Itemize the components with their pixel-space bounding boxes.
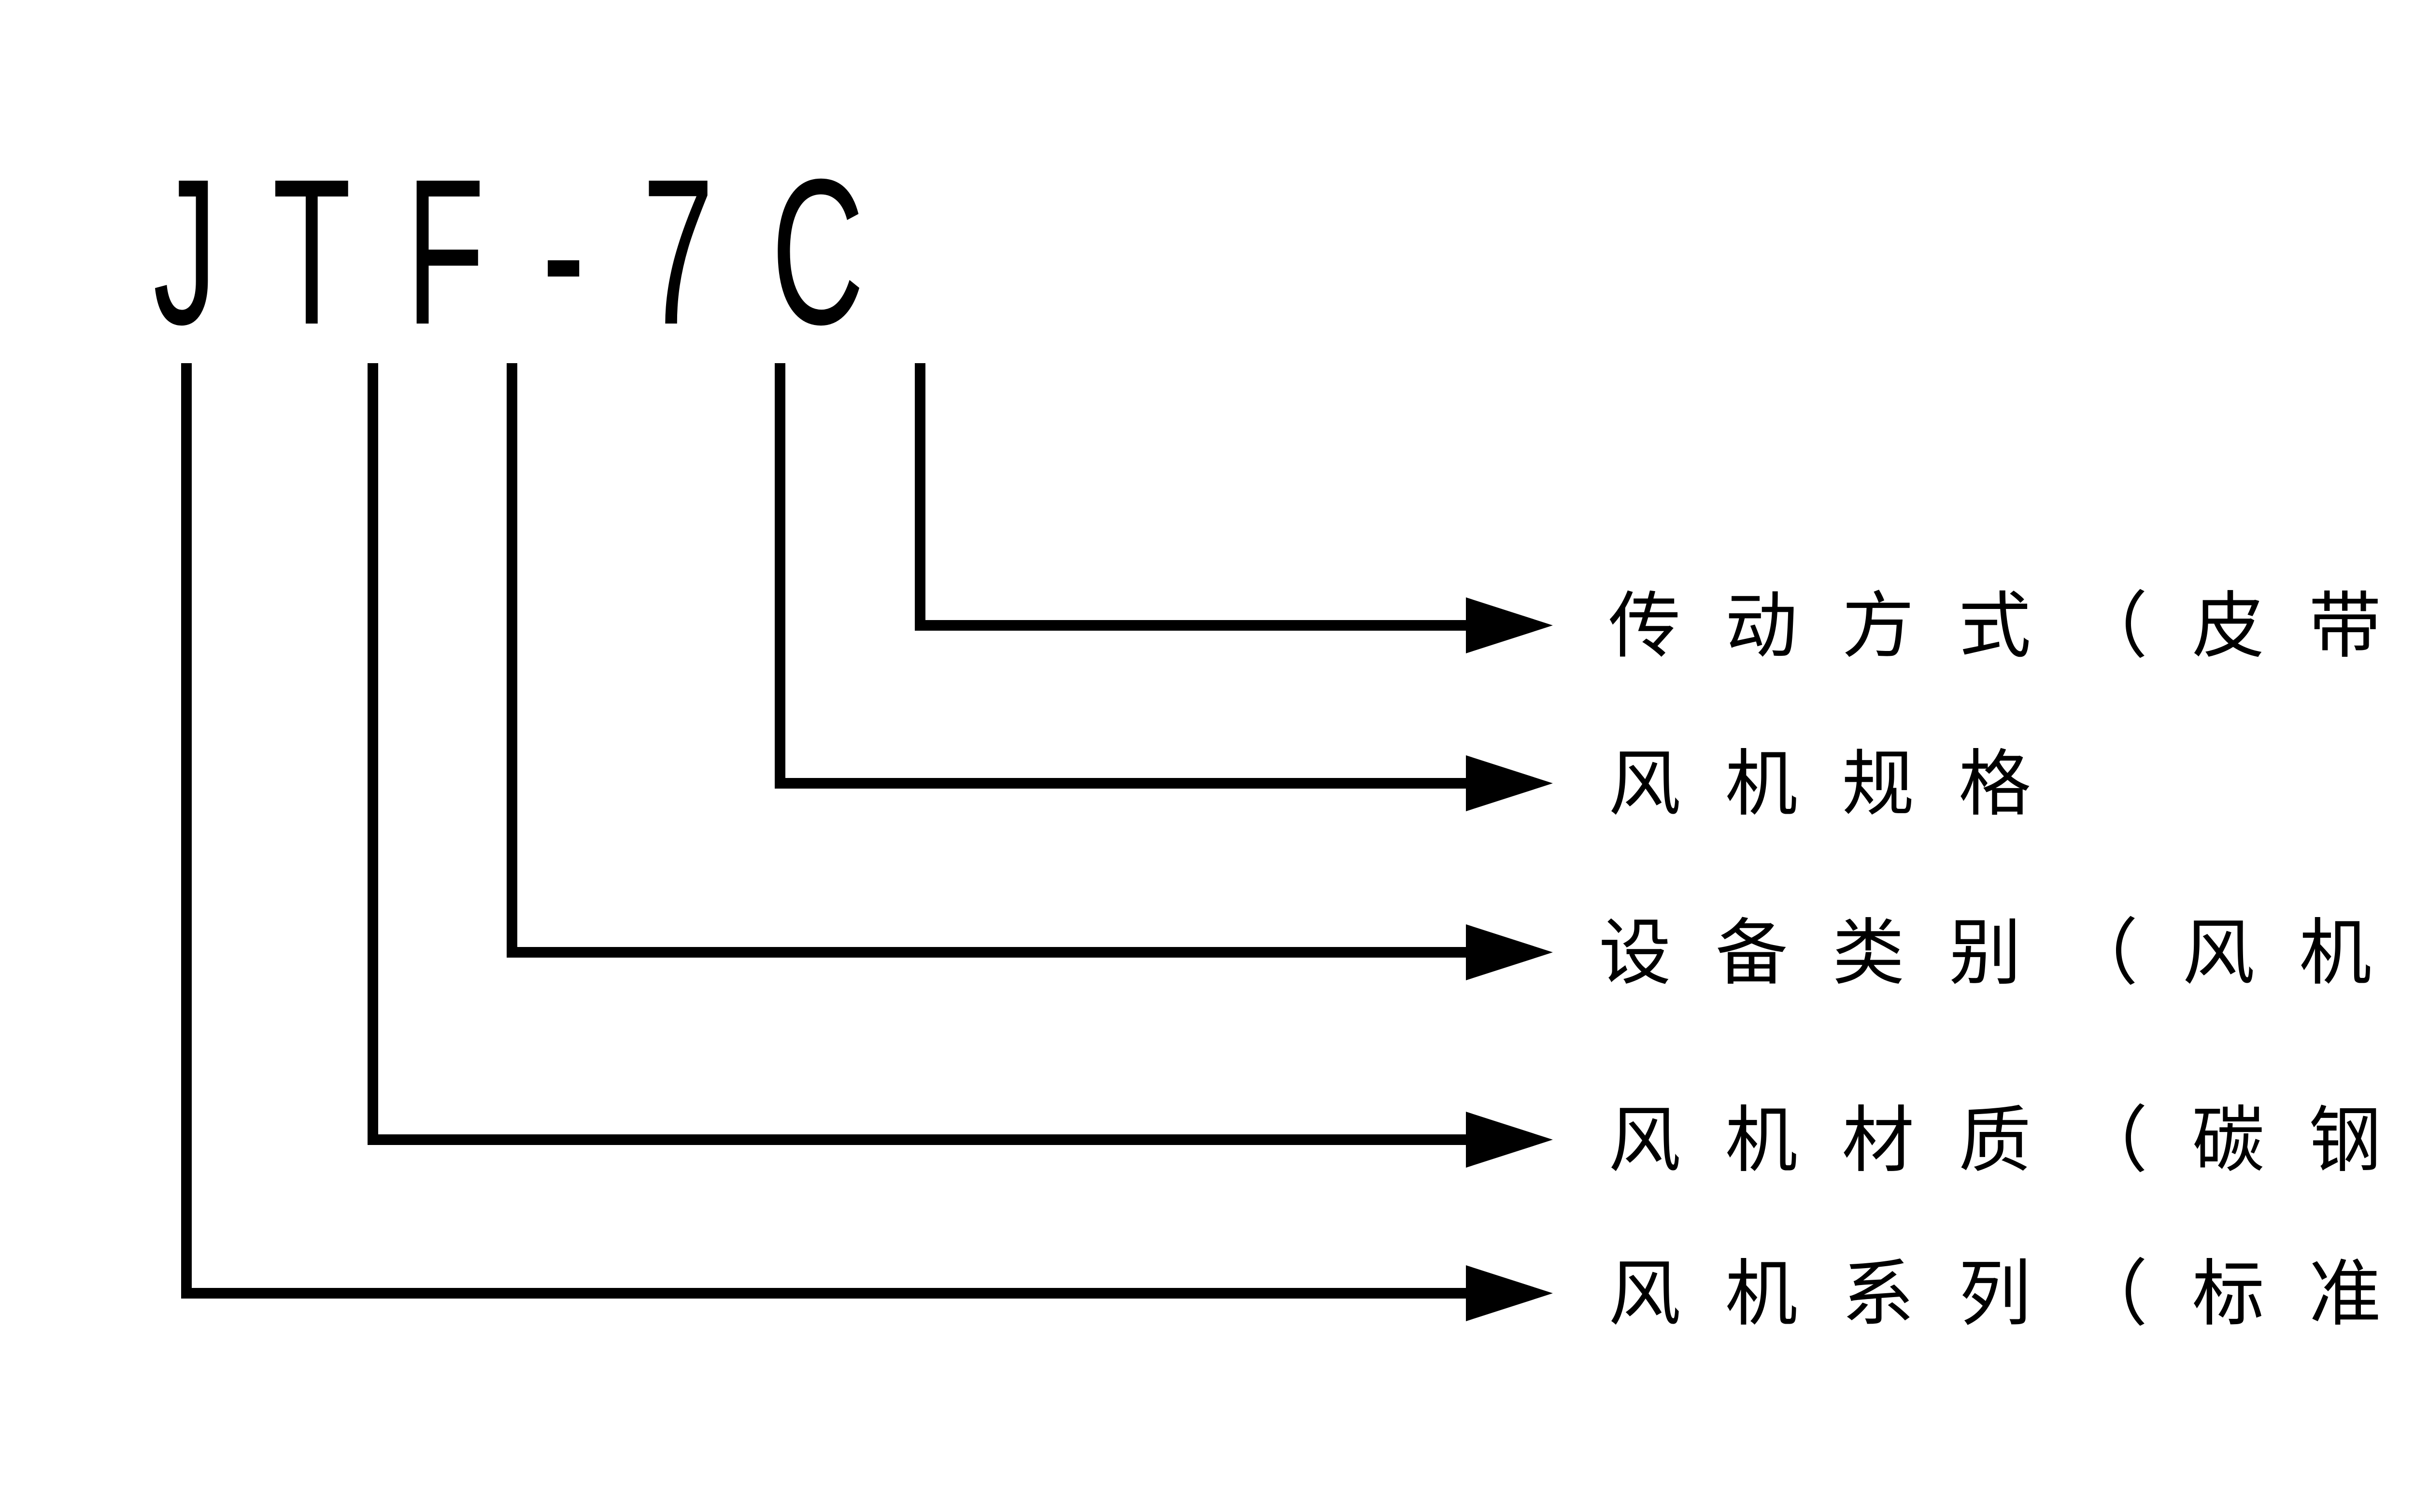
callout-equipment-category: 设 备 类 别 （ 风 机 ） (507, 363, 2415, 995)
arrow-head-icon (1466, 1265, 1553, 1321)
callout-label-fan-size: 风 机 规 格 (1608, 742, 2042, 826)
callout-fan-material: 风 机 材 质 （ 碳 钢 ） (368, 363, 2415, 1183)
leader-line-equipment-category (507, 363, 1468, 958)
callout-label-fan-material: 风 机 材 质 （ 碳 钢 ） (1608, 1099, 2415, 1183)
callout-label-transmission: 传 动 方 式 （ 皮 带 式 ） (1608, 584, 2415, 668)
leader-line-transmission (915, 363, 1468, 631)
model-code-title: J T F - 7 C (153, 136, 875, 368)
callout-label-equipment-category: 设 备 类 别 （ 风 机 ） (1599, 911, 2415, 995)
arrow-head-icon (1466, 597, 1553, 653)
arrow-head-icon (1466, 755, 1553, 811)
leader-line-fan-size (775, 363, 1468, 789)
callout-transmission: 传 动 方 式 （ 皮 带 式 ） (915, 363, 2415, 668)
callout-fan-series: 风 机 系 列 （ 标 准 ） (181, 363, 2415, 1336)
leader-line-fan-material (368, 363, 1468, 1145)
leader-line-fan-series (181, 363, 1468, 1299)
callout-fan-size: 风 机 规 格 (775, 363, 2042, 826)
callout-label-fan-series: 风 机 系 列 （ 标 准 ） (1608, 1252, 2415, 1336)
arrow-head-icon (1466, 924, 1553, 980)
arrow-head-icon (1466, 1112, 1553, 1168)
